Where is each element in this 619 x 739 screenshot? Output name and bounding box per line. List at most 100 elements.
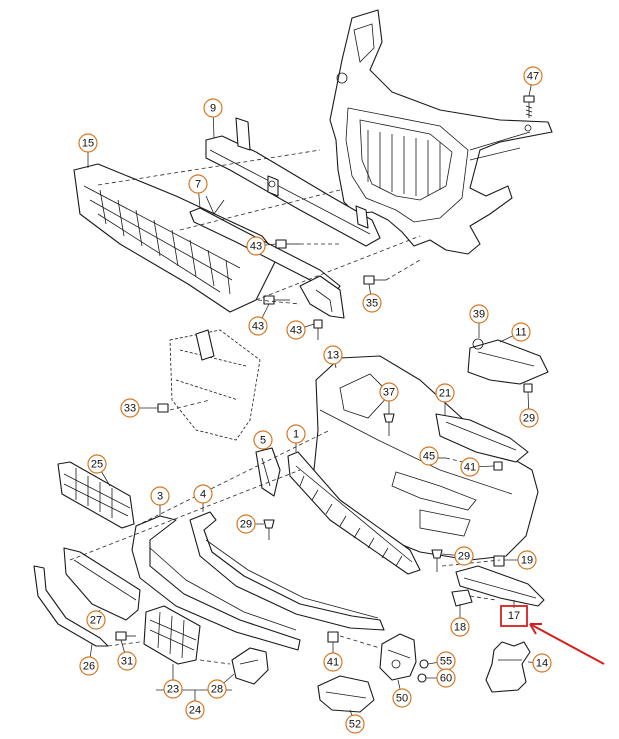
callout-label: 1	[293, 429, 299, 441]
callout-c52[interactable]: 52	[345, 709, 365, 734]
callout-label: 50	[396, 693, 408, 705]
callout-circle	[79, 656, 99, 676]
callout-c45[interactable]: 45	[419, 446, 439, 466]
strip-1	[287, 451, 421, 575]
callout-c27[interactable]: 27	[86, 609, 106, 630]
highlight-box	[500, 605, 528, 627]
callout-label: 41	[464, 462, 476, 474]
callout-circle	[436, 668, 456, 688]
callout-circle	[532, 653, 552, 673]
callout-c29a[interactable]: 29	[519, 391, 539, 428]
group-bracket-24	[156, 689, 232, 701]
callout-label: 15	[82, 138, 94, 150]
callout-circle	[419, 446, 439, 466]
callout-circle	[454, 546, 474, 566]
callout-circle	[469, 304, 489, 324]
callout-c1[interactable]: 1	[286, 424, 306, 452]
trim-17	[455, 565, 545, 607]
callout-c21[interactable]: 21	[435, 383, 455, 416]
callout-label: 29	[458, 551, 470, 563]
callout-c15[interactable]: 15	[78, 133, 98, 168]
screw-29-left	[263, 519, 275, 540]
callout-circle	[150, 486, 170, 506]
callout-circle	[286, 320, 306, 340]
callout-circle	[435, 383, 455, 403]
highlight-part-17[interactable]: 17	[500, 600, 528, 627]
callout-label: 43	[250, 241, 262, 253]
callout-c23[interactable]: 23	[163, 664, 183, 699]
callout-circle	[345, 714, 365, 734]
callout-circle	[460, 457, 480, 477]
callout-c43b[interactable]: 43	[248, 303, 270, 336]
callout-c47[interactable]: 47	[523, 66, 543, 97]
callout-label: 25	[91, 459, 103, 471]
callout-circle	[78, 133, 98, 153]
bracket-21	[435, 413, 529, 463]
callout-c41b[interactable]: 41	[323, 642, 343, 672]
callout-label: 35	[366, 298, 378, 310]
callout-circle	[362, 293, 382, 313]
clip-19	[493, 555, 505, 567]
callout-c41a[interactable]: 41	[460, 457, 495, 477]
callout-label: 23	[167, 684, 179, 696]
grille-25	[57, 461, 135, 529]
callout-c18[interactable]: 18	[450, 604, 470, 637]
callout-circle	[519, 408, 539, 428]
callout-c24[interactable]: 24	[185, 700, 205, 720]
callout-circle	[188, 174, 208, 194]
callout-label: 19	[521, 555, 533, 567]
callout-circle	[253, 430, 273, 450]
callout-c25[interactable]: 25	[87, 454, 111, 487]
callout-c7[interactable]: 7	[188, 174, 208, 209]
highlight-label: 17	[508, 610, 520, 622]
callout-c33[interactable]: 33	[120, 398, 158, 418]
callout-c29b[interactable]: 29	[236, 514, 264, 534]
screw-29-right	[431, 549, 443, 572]
cover-28	[231, 647, 269, 685]
callout-circle	[450, 617, 470, 637]
callout-label: 13	[327, 350, 339, 362]
callout-label: 24	[189, 705, 201, 717]
callout-label: 28	[211, 684, 223, 696]
callout-c43c[interactable]: 43	[286, 320, 315, 340]
callout-c28[interactable]: 28	[207, 673, 235, 699]
callout-c31[interactable]: 31	[117, 639, 137, 671]
callout-label: 29	[523, 413, 535, 425]
callout-c26[interactable]: 26	[79, 643, 99, 676]
callout-circle	[323, 652, 343, 672]
callout-label: 26	[83, 661, 95, 673]
callout-label: 7	[195, 179, 201, 191]
front-carrier	[329, 9, 553, 255]
callout-label: 33	[124, 403, 136, 415]
callout-c19[interactable]: 19	[504, 550, 537, 570]
callout-label: 9	[210, 103, 216, 115]
callout-c9[interactable]: 9	[203, 98, 223, 139]
callout-circle	[517, 550, 537, 570]
callout-c37[interactable]: 37	[379, 382, 399, 414]
callout-label: 29	[240, 519, 252, 531]
callout-c55[interactable]: 55	[427, 651, 456, 671]
callout-c11[interactable]: 11	[499, 322, 531, 343]
callout-circle	[323, 345, 343, 365]
callout-circle	[87, 454, 107, 474]
clip-41-lower	[327, 631, 339, 643]
callout-c39[interactable]: 39	[469, 304, 489, 338]
callout-c5[interactable]: 5	[253, 430, 273, 450]
callout-c35[interactable]: 35	[362, 283, 382, 313]
callout-circle	[207, 679, 227, 699]
callout-c50[interactable]: 50	[392, 679, 412, 708]
callout-circle	[286, 424, 306, 444]
screws-43-35	[263, 239, 386, 340]
strip-5	[255, 447, 281, 497]
callout-c43a[interactable]: 43	[246, 236, 277, 256]
callout-circle	[203, 98, 223, 118]
callout-c29c[interactable]: 29	[441, 546, 474, 566]
callout-c60[interactable]: 60	[426, 668, 456, 688]
callout-c13[interactable]: 13	[323, 345, 343, 369]
callout-c14[interactable]: 14	[527, 653, 552, 673]
callout-c3[interactable]: 3	[150, 486, 170, 516]
callout-c4[interactable]: 4	[193, 484, 213, 512]
callout-circle	[86, 610, 106, 630]
callout-circle	[246, 236, 266, 256]
